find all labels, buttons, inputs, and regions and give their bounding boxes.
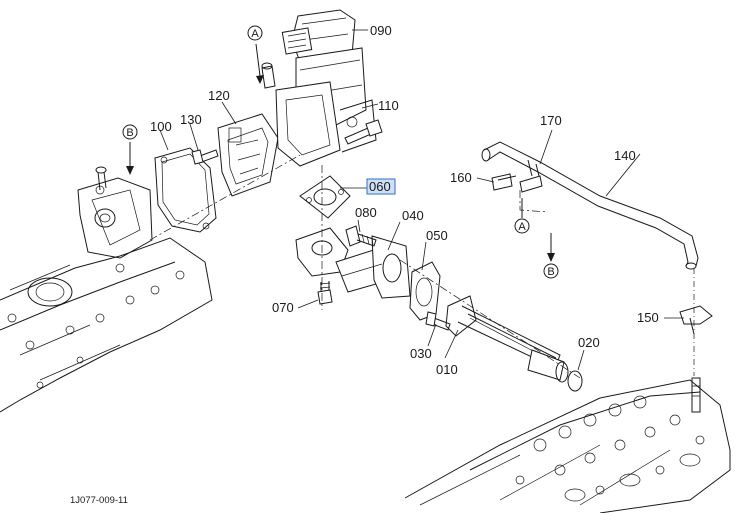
part-label-120[interactable]: 120 [208,88,230,103]
part-label-040[interactable]: 040 [402,208,424,223]
part-label-010[interactable]: 010 [436,362,458,377]
leader-lines [159,29,684,371]
callout-b-lower[interactable]: B [543,263,559,279]
drawing-code: 1J077-009-11 [70,495,128,506]
part-label-130[interactable]: 130 [180,112,202,127]
selected-part-highlight [366,178,396,195]
arrow-b-left [126,142,134,175]
intake-manifold-drawing [0,166,213,413]
o-ring-020-drawing [567,370,583,392]
centerlines [149,154,581,379]
part-label-100[interactable]: 100 [150,119,172,134]
part-label-170[interactable]: 170 [540,113,562,128]
bolt-080-drawing [345,225,377,247]
hose-140-drawing [481,141,713,413]
part-label-050[interactable]: 050 [426,228,448,243]
arrow-a-top [255,43,264,84]
bolt-070-drawing [317,281,333,305]
part-label-060[interactable]: 060 [369,179,391,194]
bolt-110-drawing [344,119,383,145]
part-label-110[interactable]: 110 [378,98,399,113]
svg-text:A: A [518,221,526,233]
part-label-160[interactable]: 160 [450,170,472,185]
callout-b-left[interactable]: B [122,124,138,140]
gasket-060-drawing [299,175,351,219]
egr-pipe-040-drawing [295,227,411,299]
part-label-150[interactable]: 150 [637,310,659,325]
svg-text:B: B [547,266,554,278]
egr-valve-090-drawing [261,9,377,167]
cooler-010-drawing [445,295,569,383]
cylinder-head-drawing [404,379,731,513]
callout-a-lower[interactable]: A [514,218,530,234]
svg-text:A: A [251,28,259,40]
part-label-070[interactable]: 070 [272,300,294,315]
arrow-b-lower [547,233,555,262]
bolt-030-drawing [425,311,451,331]
part-label-030[interactable]: 030 [410,346,432,361]
part-label-140[interactable]: 140 [614,148,636,163]
callout-a-top[interactable]: A [247,25,263,41]
part-label-090[interactable]: 090 [370,23,392,38]
bolt-130-drawing [191,149,219,165]
part-label-080[interactable]: 080 [355,205,377,220]
plate-120-drawing [217,113,279,197]
gasket-050-drawing [409,261,441,321]
part-label-020[interactable]: 020 [578,335,600,350]
svg-text:B: B [126,127,133,139]
